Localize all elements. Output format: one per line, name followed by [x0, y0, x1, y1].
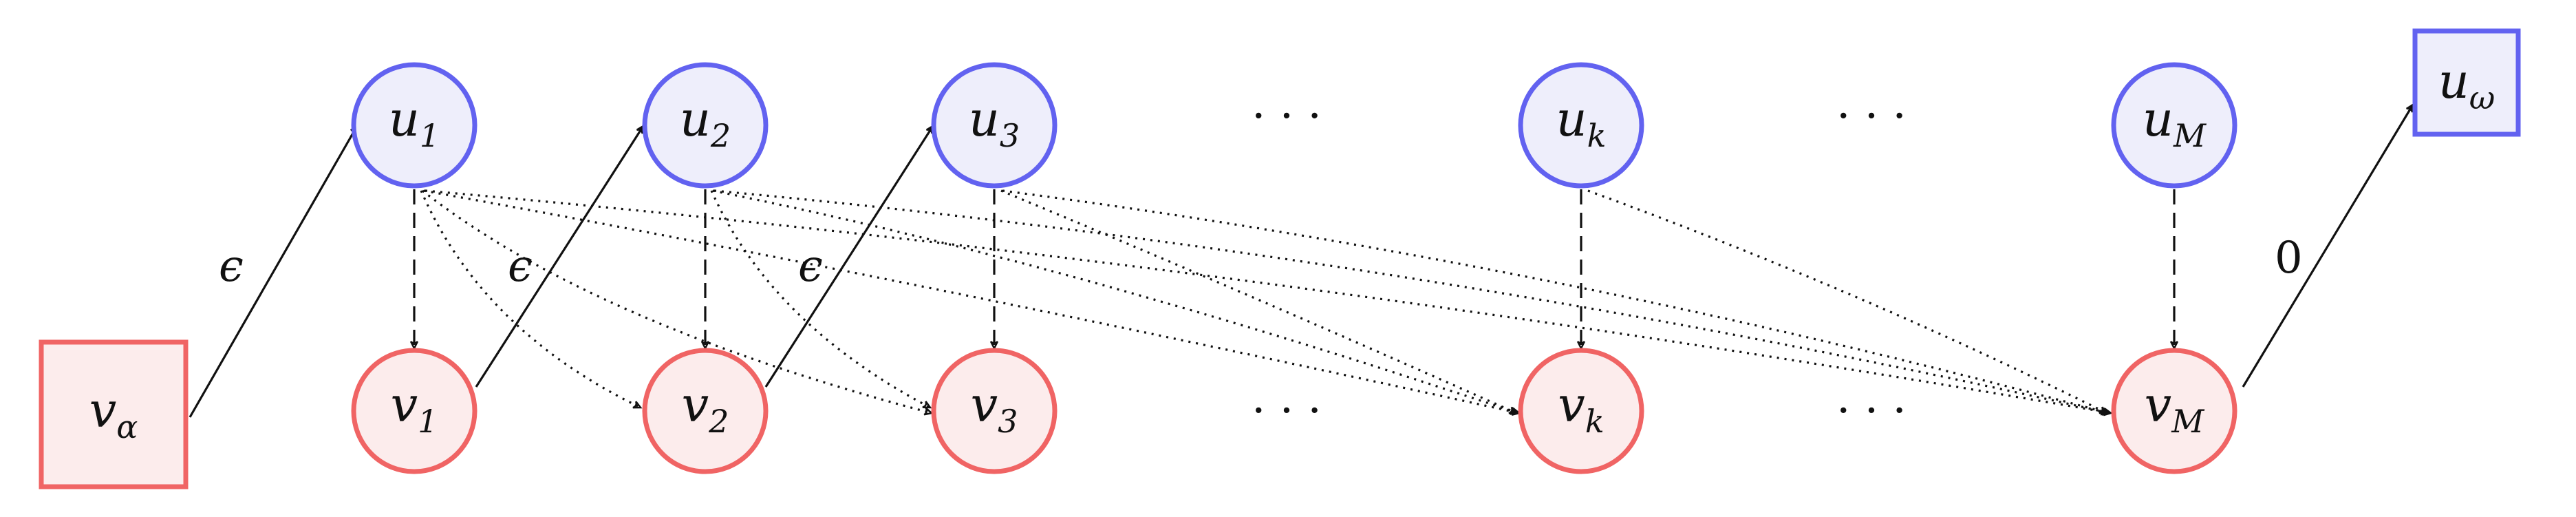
edge-label-valpha-u1: ϵ — [219, 241, 244, 292]
edge-label-v1-u2: ϵ — [508, 241, 533, 292]
node-u-omega-label: uω — [2438, 53, 2496, 116]
edge-u2-v3 — [710, 190, 930, 409]
node-v3: v3 — [931, 348, 1058, 474]
node-u-omega: uω — [2412, 28, 2521, 137]
ellipsis-top-2: · · · — [1836, 91, 1907, 142]
node-vM-label: vM — [2145, 377, 2206, 440]
node-v2-label: v2 — [682, 377, 729, 440]
node-v1-circle — [351, 348, 477, 474]
node-u2-label: u2 — [680, 91, 731, 154]
node-u3: u3 — [931, 62, 1058, 189]
edges-layer — [189, 105, 2413, 418]
edge-uk-vM — [1587, 189, 2107, 414]
edge-v1-u2 — [475, 126, 643, 388]
edge-labels-layer: ϵ ϵ ϵ 0 — [219, 233, 2303, 292]
node-u3-circle — [931, 62, 1058, 189]
node-v2: v2 — [642, 348, 769, 474]
edge-u3-vM — [1002, 189, 2108, 413]
edge-u1-vM — [425, 189, 2111, 413]
edge-v2-u3 — [764, 126, 933, 388]
edge-u2-vM — [713, 189, 2110, 413]
ellipsis-bottom-1: · · · — [1252, 386, 1322, 436]
edge-u2-vk — [712, 189, 1518, 413]
node-u2-circle — [642, 62, 769, 189]
node-uM: uM — [2111, 62, 2237, 189]
node-vM: vM — [2111, 348, 2237, 474]
node-u2: u2 — [642, 62, 769, 189]
node-uM-label: uM — [2143, 91, 2207, 154]
node-uk: uk — [1518, 62, 1644, 189]
node-uk-label: uk — [1556, 91, 1607, 154]
edge-label-vM-uomega: 0 — [2275, 233, 2303, 284]
node-v1-label: v1 — [391, 377, 438, 440]
node-u3-label: u3 — [969, 91, 1020, 154]
node-u1: u1 — [351, 62, 477, 189]
node-v3-circle — [931, 348, 1058, 474]
node-vk-circle — [1518, 348, 1644, 474]
node-v-alpha: vα — [39, 339, 189, 489]
edge-label-v2-u3: ϵ — [798, 241, 823, 292]
ellipsis-top-1: · · · — [1252, 91, 1322, 142]
node-u1-circle — [351, 62, 477, 189]
node-vk: vk — [1518, 348, 1644, 474]
node-v1: v1 — [351, 348, 477, 474]
node-v2-circle — [642, 348, 769, 474]
ellipsis-bottom-2: · · · — [1836, 386, 1907, 436]
node-u1-label: u1 — [389, 91, 440, 154]
edge-u3-vk — [1000, 189, 1516, 413]
node-u-omega-box — [2412, 28, 2521, 137]
node-v3-label: v3 — [971, 377, 1018, 440]
node-vk-label: vk — [1558, 377, 1604, 440]
node-vM-circle — [2111, 348, 2237, 474]
node-v-alpha-box — [39, 339, 189, 489]
node-v-alpha-label: vα — [89, 382, 138, 445]
edge-vM-uomega — [2242, 105, 2413, 388]
node-uk-circle — [1518, 62, 1644, 189]
edge-valpha-u1 — [189, 126, 357, 418]
node-uM-circle — [2111, 62, 2237, 189]
